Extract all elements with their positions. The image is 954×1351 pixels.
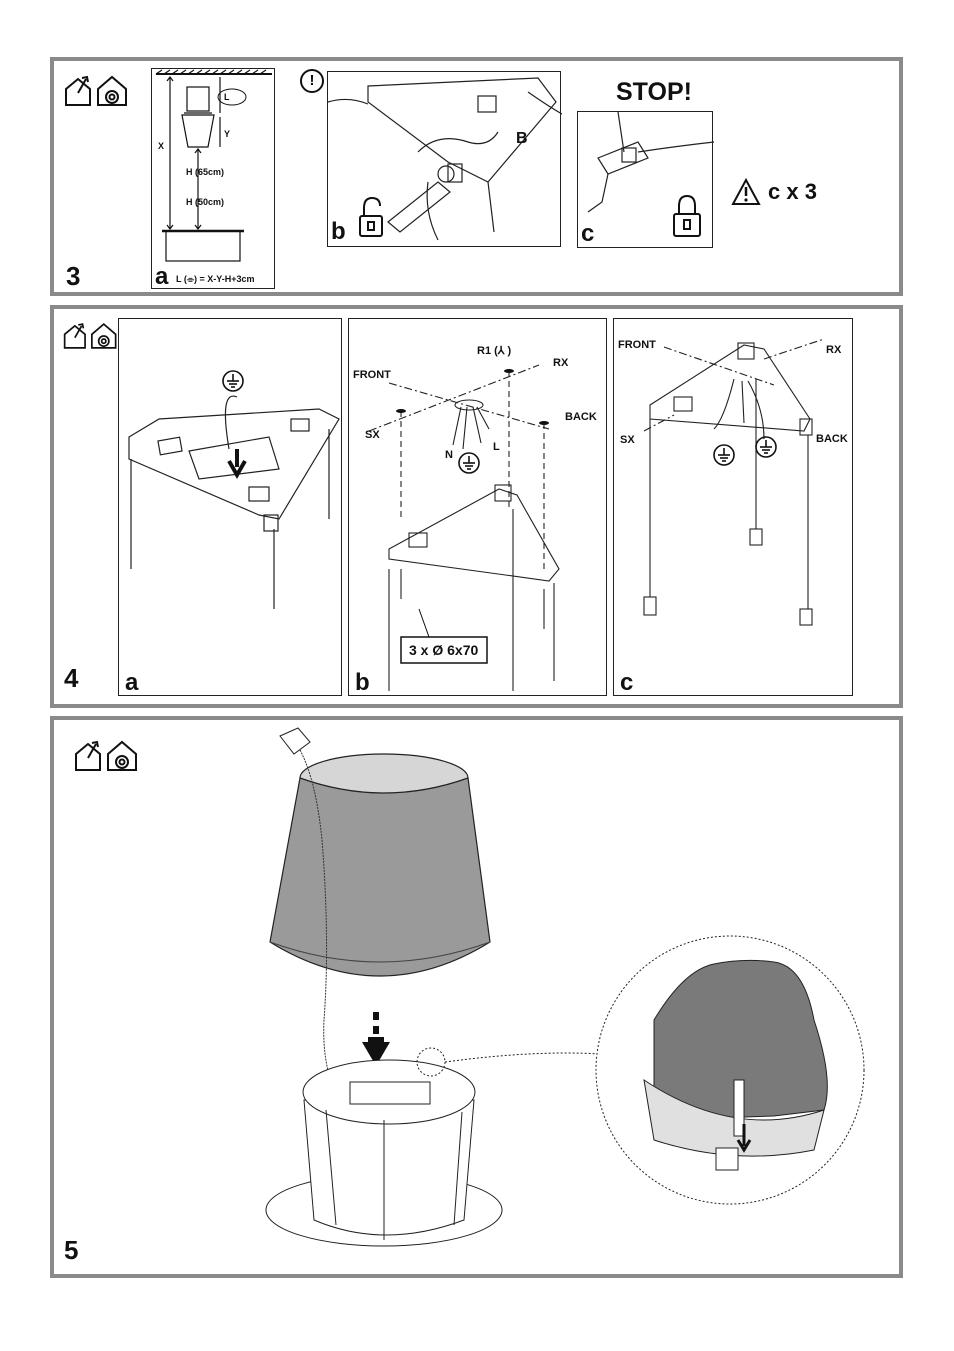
- warning-icon: !: [300, 69, 324, 93]
- sx-label: SX: [365, 429, 380, 441]
- front-label: FRONT: [618, 339, 656, 351]
- step-number: 4: [64, 663, 79, 693]
- bracket-wrench-illustration: [327, 77, 563, 241]
- h65-label: H (65cm): [186, 167, 225, 177]
- l-label: L: [493, 441, 500, 453]
- stop-label: STOP!: [616, 78, 692, 106]
- r1-label: R1 (⅄ ): [477, 345, 512, 357]
- step-3a-diagram: L Y X H (65cm) H (50cm) a L (⌯) = X-Y-H+…: [151, 68, 275, 290]
- h50-label: H (50cm): [186, 197, 225, 207]
- step-4a-diagram: a: [118, 318, 342, 696]
- warning-triangle-icon: [731, 177, 761, 205]
- x-label: X: [158, 141, 165, 151]
- formula-label: L (⌯) = X-Y-H+3cm: [176, 274, 255, 284]
- b-callout: B: [516, 130, 528, 147]
- step-number: 3: [66, 261, 81, 291]
- back-label: BACK: [816, 433, 848, 445]
- step-4c-diagram: FRONT RX SX BACK c: [613, 318, 853, 696]
- screws-label: 3 x Ø 6x70: [409, 642, 479, 658]
- front-label: FRONT: [353, 369, 391, 381]
- bracket-cables-illustration: [643, 338, 825, 626]
- sub-letter: a: [155, 263, 169, 290]
- step-number: 5: [64, 1235, 79, 1265]
- rx-label: RX: [553, 357, 569, 369]
- sub-letter: a: [125, 669, 139, 696]
- rx-label: RX: [826, 344, 842, 356]
- step-3c-diagram: c: [577, 111, 715, 248]
- step-3-panel: 3 L Y X H (65cm) H (50cm): [50, 57, 903, 296]
- y-label: Y: [224, 129, 231, 139]
- sub-letter: b: [355, 669, 370, 696]
- sub-letter: c: [620, 669, 634, 696]
- step-5-panel: 5: [50, 716, 903, 1278]
- sx-label: SX: [620, 434, 635, 446]
- house-icons: [75, 740, 137, 771]
- step-4b-diagram: R1 (⅄ ) FRONT RX SX BACK N L 3 x Ø 6x70 …: [348, 318, 607, 696]
- house-icons: [63, 322, 117, 349]
- sub-letter: b: [331, 218, 346, 245]
- step-3b-diagram: B b: [327, 71, 563, 247]
- repeat-label: c x 3: [768, 179, 817, 204]
- l-label: L: [224, 92, 230, 102]
- sub-letter: c: [581, 220, 595, 247]
- bracket-ground-illustration: [128, 370, 340, 609]
- step-4-panel: 4 a: [50, 305, 903, 708]
- height-diagram: [155, 69, 272, 262]
- back-label: BACK: [565, 411, 597, 423]
- bracket-wiring-illustration: [368, 364, 560, 691]
- lampshade-assembly-illustration: [265, 727, 865, 1247]
- house-icons: [65, 75, 127, 106]
- locked-bracket-illustration: [587, 111, 715, 237]
- n-label: N: [445, 449, 453, 461]
